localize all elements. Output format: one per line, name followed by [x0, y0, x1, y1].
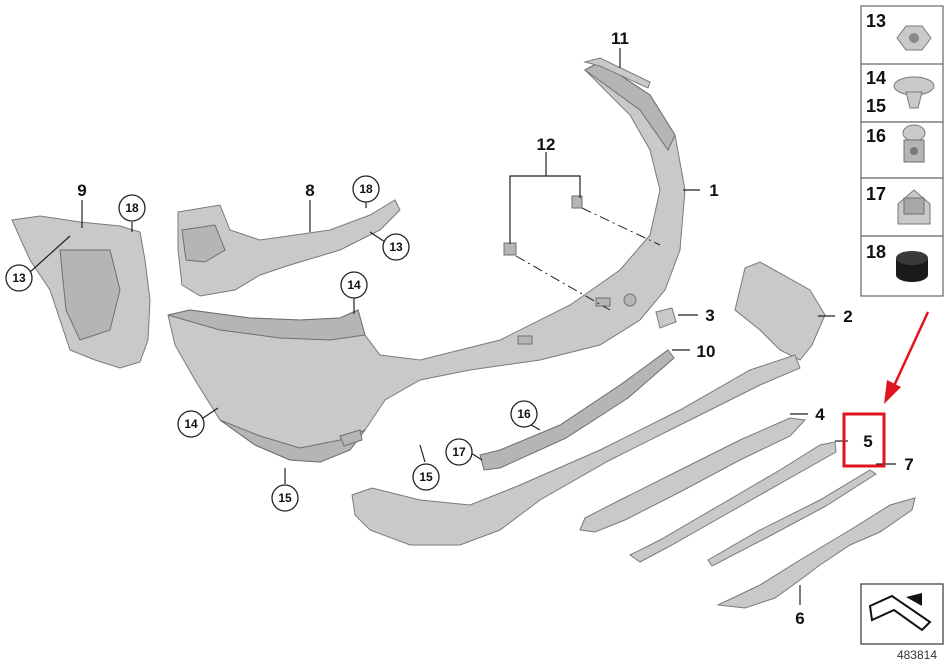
top-strip-part	[583, 57, 651, 89]
svg-text:13: 13	[866, 11, 886, 31]
callout-9: 9	[77, 181, 86, 200]
leader-lines	[29, 48, 896, 605]
callout-8: 8	[305, 181, 314, 200]
document-id: 483814	[897, 648, 937, 662]
legend-item-17: 17	[866, 184, 931, 225]
callout-5: 5	[863, 432, 872, 451]
svg-text:16: 16	[517, 407, 531, 421]
svg-text:18: 18	[125, 201, 139, 215]
guide-line	[581, 207, 661, 246]
circle-callout-18b: 18	[352, 175, 380, 203]
highlight-arrow	[884, 311, 930, 404]
fastener-legend: 13 14 15 16 17 18	[860, 5, 944, 297]
svg-text:16: 16	[866, 126, 886, 146]
callout-3: 3	[705, 306, 714, 325]
callout-7: 7	[904, 455, 913, 474]
guide-line	[515, 255, 611, 311]
svg-text:17: 17	[452, 445, 466, 459]
svg-text:18: 18	[359, 182, 373, 196]
circle-callout-14b: 14	[177, 410, 205, 438]
legend-item-18: 18	[866, 242, 928, 282]
trim-strip-part	[629, 441, 837, 563]
bumper-cover-part	[167, 61, 686, 463]
callout-1: 1	[709, 181, 718, 200]
clip-right-part	[571, 195, 583, 209]
svg-text:13: 13	[12, 271, 26, 285]
svg-text:15: 15	[419, 470, 433, 484]
circle-callout-17: 17	[445, 438, 473, 466]
lower-trim-part	[351, 261, 826, 546]
legend-item-13: 13	[866, 11, 932, 51]
circle-callout-15b: 15	[412, 463, 440, 491]
reinforcement-part	[479, 349, 675, 471]
callout-4: 4	[815, 405, 825, 424]
direction-arrow-icon	[860, 583, 944, 645]
circle-callout-18a: 18	[118, 194, 146, 222]
callout-6: 6	[795, 609, 804, 628]
svg-text:14: 14	[184, 417, 198, 431]
svg-text:14: 14	[347, 278, 361, 292]
callout-2: 2	[843, 307, 852, 326]
callout-10: 10	[697, 342, 716, 361]
circle-callout-16: 16	[510, 400, 538, 428]
callout-12: 12	[537, 135, 556, 154]
svg-text:13: 13	[389, 240, 403, 254]
clip-left-part	[503, 242, 517, 256]
circle-callout-15a: 15	[271, 484, 299, 512]
center-bracket-part	[177, 199, 401, 297]
legend-item-16: 16	[866, 124, 926, 163]
circle-callout-13b: 13	[382, 233, 410, 261]
legend-item-14-15: 14 15	[866, 68, 935, 116]
svg-text:15: 15	[278, 491, 292, 505]
svg-text:18: 18	[866, 242, 886, 262]
diffuser-part	[579, 417, 807, 533]
left-bracket-part	[11, 215, 151, 369]
svg-text:15: 15	[866, 96, 886, 116]
highlight-box	[842, 412, 886, 468]
moulding-part	[707, 469, 877, 567]
svg-text:14: 14	[866, 68, 886, 88]
callout-11: 11	[611, 29, 629, 48]
circle-callout-14a: 14	[340, 271, 368, 299]
circle-callout-13a: 13	[5, 264, 33, 292]
svg-text:17: 17	[866, 184, 886, 204]
lower-bracket-part	[716, 497, 916, 609]
clip-part	[655, 307, 677, 329]
